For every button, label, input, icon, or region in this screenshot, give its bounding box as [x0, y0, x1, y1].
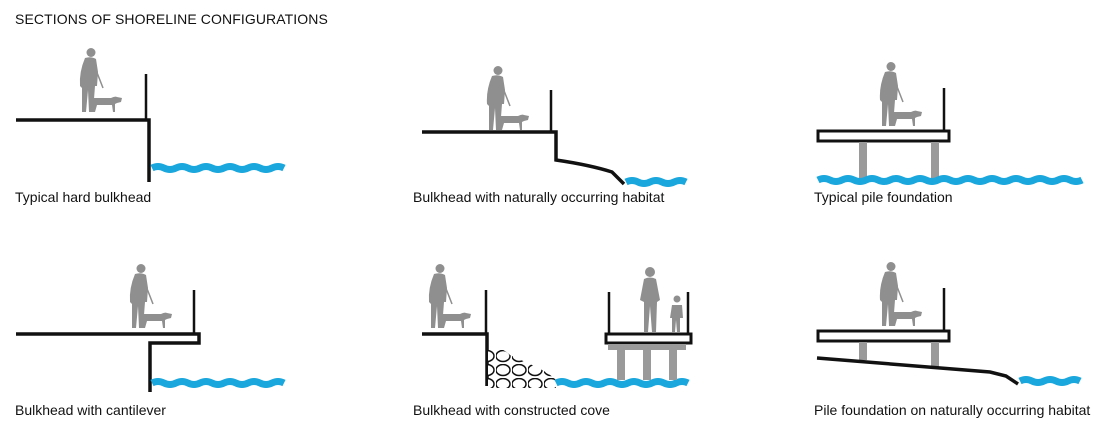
person-with-dog-icon: [879, 261, 923, 327]
person-with-dog-icon: [428, 263, 472, 329]
caption-bulkhead-cantilever: Bulkhead with cantilever: [15, 402, 166, 418]
person-with-dog-icon: [879, 61, 923, 127]
caption-bulkhead-constructed-cove: Bulkhead with constructed cove: [413, 402, 610, 418]
panel-bulkhead-natural-habitat: [422, 65, 688, 187]
caption-typical-pile-foundation: Typical pile foundation: [814, 189, 953, 205]
person-with-dog-icon: [486, 65, 530, 131]
person-with-dog-icon: [79, 47, 123, 113]
riprap-rocks: [488, 348, 556, 388]
panel-bulkhead-constructed-cove: [422, 263, 693, 388]
caption-pile-foundation-natural-habitat: Pile foundation on naturally occurring h…: [814, 402, 1091, 418]
parent-and-child-icon: [640, 267, 683, 332]
panel-bulkhead-cantilever: [16, 263, 286, 392]
person-with-dog-icon: [129, 263, 173, 329]
diagram-title: SECTIONS OF SHORELINE CONFIGURATIONS: [15, 11, 328, 27]
caption-typical-hard-bulkhead: Typical hard bulkhead: [15, 189, 152, 205]
panel-typical-pile-foundation: [816, 61, 1084, 185]
caption-bulkhead-natural-habitat: Bulkhead with naturally occurring habita…: [413, 189, 665, 205]
panel-typical-hard-bulkhead: [16, 47, 286, 182]
panel-pile-foundation-natural-habitat: [816, 261, 1082, 386]
